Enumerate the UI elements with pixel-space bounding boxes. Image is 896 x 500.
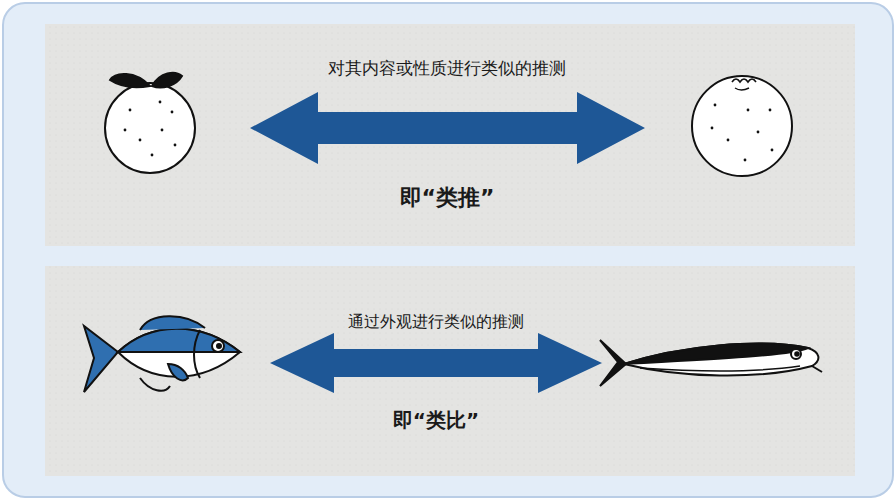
bottom-panel xyxy=(45,266,855,476)
description-label: 对其内容或性质进行类似的推测 xyxy=(328,57,566,80)
tangerine-left xyxy=(105,73,195,173)
double-arrow xyxy=(270,333,602,393)
outer-frame xyxy=(3,3,893,497)
description-label: 通过外观进行类似的推测 xyxy=(348,312,524,333)
double-arrow xyxy=(250,92,645,164)
term-label: 即“类推” xyxy=(400,183,495,213)
term-label: 即“类比” xyxy=(393,407,479,434)
saury-right xyxy=(600,340,822,386)
top-panel xyxy=(45,24,855,246)
fish-left xyxy=(84,316,240,392)
tangerine-right xyxy=(692,76,792,176)
